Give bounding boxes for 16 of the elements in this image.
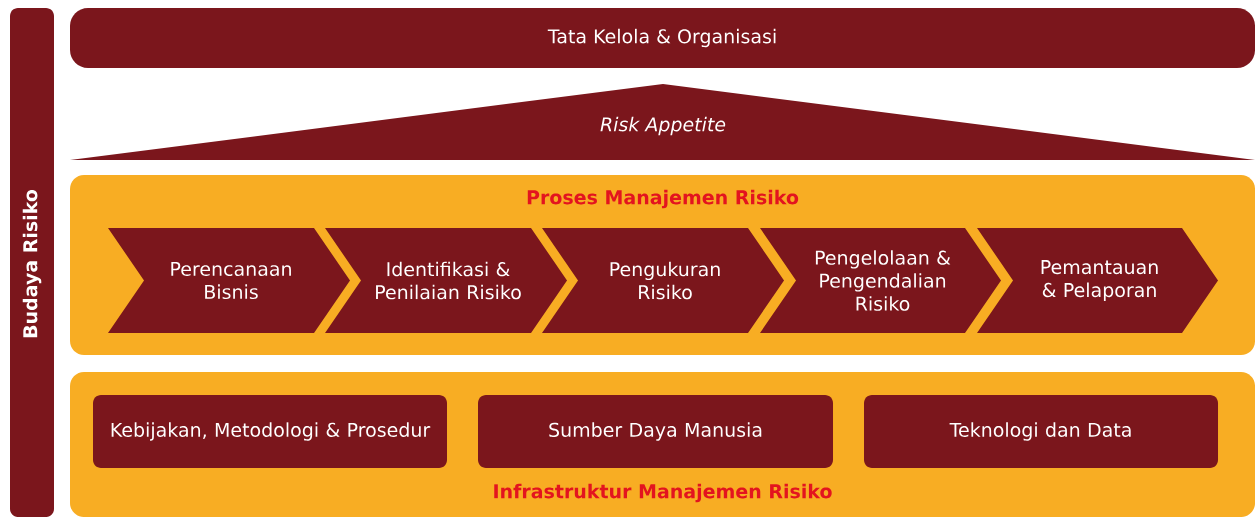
node-label: Identifikasi & Penilaian Risiko	[376, 261, 521, 300]
chevron-step: Pengukuran Risiko	[542, 228, 784, 333]
component-box: Teknologi dan Data	[864, 395, 1218, 468]
node-label: Pengukuran Risiko	[610, 261, 720, 300]
chevron-step: Perencanaan Bisnis	[108, 228, 350, 333]
side-band: Budaya Risiko	[10, 8, 54, 517]
component-box: Kebijakan, Metodologi & Prosedur	[93, 395, 447, 468]
roof-triangle: Risk Appetite	[70, 84, 1255, 160]
node-label: Pemantauan & Pelaporan	[1041, 260, 1158, 301]
component-box: Sumber Daya Manusia	[478, 395, 833, 468]
chevron-step: Identifikasi & Penilaian Risiko	[325, 228, 567, 333]
node-label: Pengelolaan & Pengendalian Risiko	[815, 250, 951, 311]
node-label: Perencanaan Bisnis	[171, 261, 291, 300]
header-bar: Tata Kelola & Organisasi	[70, 8, 1255, 68]
chevron-step: Pengelolaan & Pengendalian Risiko	[760, 228, 1001, 333]
chevron-step: Pemantauan & Pelaporan	[977, 228, 1218, 333]
